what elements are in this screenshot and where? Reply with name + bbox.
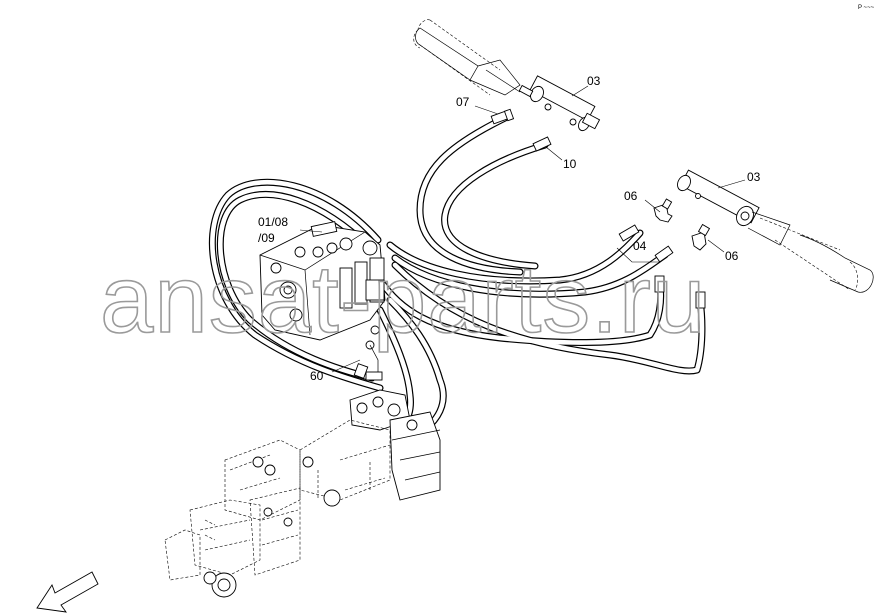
hose-fittings [353, 108, 706, 381]
label-06-bottom: 06 [725, 249, 739, 263]
cylinder-right [677, 169, 874, 293]
label-09: /09 [258, 231, 275, 245]
cylinder-top [413, 19, 601, 132]
hose-assembly-04 [208, 114, 706, 434]
leader-lines [299, 85, 746, 373]
corner-mark: P ~~~ [858, 5, 875, 11]
watermark: ansat-parts.ru [100, 246, 706, 353]
elbow-fittings-06 [653, 198, 711, 251]
label-06-top: 06 [624, 189, 638, 203]
label-60: 60 [310, 369, 324, 383]
callout-labels: 03 07 10 03 06 04 06 01/08 /09 60 [258, 74, 761, 383]
valve-block-01 [259, 221, 386, 372]
valve-bank-lower [164, 389, 441, 598]
label-03-right: 03 [747, 170, 761, 184]
label-07: 07 [456, 95, 470, 109]
arrow-down-left-icon [36, 571, 99, 613]
label-10: 10 [563, 157, 577, 171]
label-01-08: 01/08 [258, 215, 288, 229]
label-04: 04 [633, 239, 647, 253]
label-03-top: 03 [587, 74, 601, 88]
